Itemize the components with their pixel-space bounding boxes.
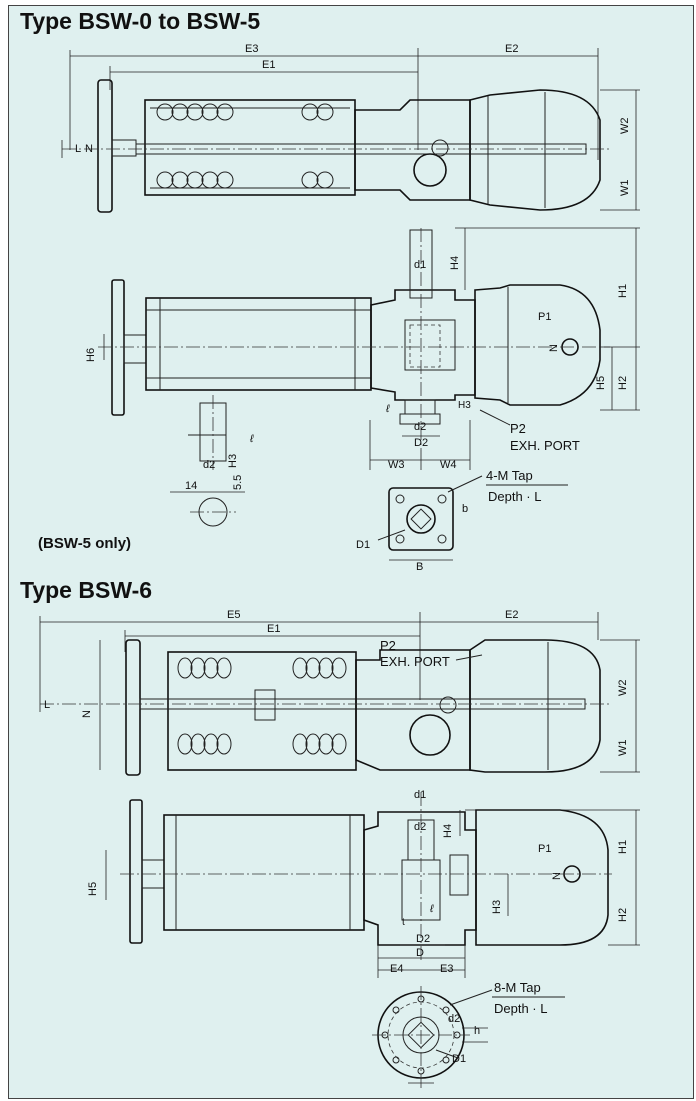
- detail-14-label: 14: [185, 480, 197, 492]
- yoke-hub: [413, 153, 447, 187]
- dim-h2-label-b: H2: [617, 908, 629, 922]
- section-title-bsw-0-5: Type BSW-0 to BSW-5: [20, 8, 261, 34]
- air-cylinder-plan-b: [469, 639, 601, 773]
- cylinder-elevation-b: [163, 814, 365, 931]
- spring-cylinder-plan-b: [167, 651, 357, 771]
- dim-h3-label-b: H3: [491, 900, 503, 914]
- detail-55-label: 5.5: [232, 475, 244, 490]
- label-b-upper: B: [416, 561, 423, 573]
- label-d1-bottom: D1: [452, 1053, 466, 1065]
- dim-l-label: L: [75, 143, 81, 155]
- dim-h2-label: H2: [617, 376, 629, 390]
- bsw6-plan-view: E5 E1 E2 N L W2 W1 P2 EXH. PORT: [39, 609, 640, 776]
- air-cylinder-elevation: [474, 284, 601, 406]
- label-b-lower: b: [462, 503, 468, 515]
- gearbox-plan: [354, 99, 471, 201]
- label-depth-l-top: Depth · L: [488, 489, 541, 504]
- detail-d2-label: d2: [203, 459, 215, 471]
- dim-e1-label: E1: [262, 59, 275, 71]
- dim-e2-label-b: E2: [505, 609, 518, 621]
- dim-d2-upper-label: D2: [414, 437, 428, 449]
- dim-w4-label: W4: [440, 459, 457, 471]
- dim-h3-label: H3: [458, 400, 471, 411]
- dim-h4-label: H4: [449, 256, 461, 270]
- spring-coils-top: [156, 103, 334, 189]
- dim-e3-label-b: E3: [440, 963, 453, 975]
- dim-e2-label: E2: [505, 43, 518, 55]
- bsw05-flange-detail: 4-M Tap Depth · L b D1 B: [356, 468, 568, 573]
- label-n-elev-b: N: [551, 872, 563, 880]
- label-exh-port: EXH. PORT: [510, 438, 580, 453]
- dim-d2-label: d2: [414, 421, 426, 433]
- bsw-5-only-note: (BSW-5 only): [38, 535, 132, 552]
- dim-w3-label: W3: [388, 459, 405, 471]
- dim-e5-label: E5: [227, 609, 240, 621]
- handwheel-plan-b: [125, 639, 141, 776]
- dim-n-label-b: N: [81, 710, 93, 718]
- bsw05-elevation-view: H1 H2 H5 H4 H6 d1 d2 D2 ℓ P1 N P2 EXH. P…: [85, 227, 640, 471]
- dim-w2-label-b: W2: [617, 680, 629, 697]
- dim-n-label: N: [85, 143, 93, 155]
- gear-housing-elevation: [370, 289, 476, 401]
- dim-h1-label-b: H1: [617, 840, 629, 854]
- dim-e1-label-b: E1: [267, 623, 280, 635]
- dim-d1-label-b: d1: [414, 789, 426, 801]
- label-p2-b: P2: [380, 638, 396, 653]
- dim-d2-upper-label-b: D2: [416, 933, 430, 945]
- label-4m-tap: 4-M Tap: [486, 468, 533, 483]
- section-title-bsw-6: Type BSW-6: [20, 577, 153, 603]
- label-p1: P1: [538, 311, 551, 323]
- dim-d1-label: d1: [414, 259, 426, 271]
- air-cylinder-elevation-b: [475, 809, 609, 946]
- dim-d2-label-b: d2: [414, 821, 426, 833]
- dim-h1-label: H1: [617, 284, 629, 298]
- bsw5-shaft-detail: ℓ d2 H3 5.5 14: [170, 395, 254, 527]
- dim-w1-label: W1: [619, 180, 631, 197]
- label-8m-tap: 8-M Tap: [494, 980, 541, 995]
- dim-h5-label-b: H5: [87, 882, 99, 896]
- dim-e4-label-b: E4: [390, 963, 403, 975]
- dim-l-label-b: L: [44, 699, 50, 711]
- label-d2-flange: d2: [448, 1013, 460, 1025]
- dim-h4-label-b: H4: [442, 824, 454, 838]
- spring-coils-bottom: [177, 657, 347, 755]
- drawing-frame: [8, 5, 694, 1099]
- label-p1-b: P1: [538, 843, 551, 855]
- dim-ell-label-b: ℓ: [429, 903, 434, 915]
- detail-ell-label: ℓ: [249, 433, 254, 445]
- bsw05-plan-view: E3 E1 E2 W2 W1 L: [61, 43, 640, 213]
- detail-h3-label: H3: [227, 454, 239, 468]
- handwheel-elevation-b: [129, 799, 143, 944]
- handwheel-plan: [97, 79, 113, 213]
- handwheel-elevation: [111, 279, 125, 416]
- label-depth-l-bottom: Depth · L: [494, 1001, 547, 1016]
- label-p2: P2: [510, 421, 526, 436]
- square-flange: [388, 487, 454, 551]
- dim-w2-label: W2: [619, 118, 631, 135]
- label-d1-top: D1: [356, 539, 370, 551]
- dim-t-label-b: t: [402, 917, 405, 928]
- air-cylinder-plan: [469, 89, 601, 211]
- dim-h5-label: H5: [595, 376, 607, 390]
- cylinder-elevation: [145, 297, 372, 391]
- label-n-elev: N: [548, 344, 560, 352]
- bsw6-elevation-view: d1 d2 P1 N H1 H2 H4 H3 H5 t ℓ D2 D E4 E3: [87, 789, 640, 978]
- dim-ell-label: ℓ: [385, 403, 390, 415]
- dim-w1-label-b: W1: [617, 740, 629, 757]
- dim-d-label-b: D: [416, 947, 424, 959]
- dim-h6-label: H6: [85, 348, 97, 362]
- bsw6-flange-detail: 8-M Tap Depth · L d2 h D1: [372, 980, 565, 1090]
- label-exh-port-b: EXH. PORT: [380, 654, 450, 669]
- spring-cylinder-plan: [144, 99, 356, 196]
- dim-e3-label: E3: [245, 43, 258, 55]
- label-h-flange: h: [474, 1025, 480, 1037]
